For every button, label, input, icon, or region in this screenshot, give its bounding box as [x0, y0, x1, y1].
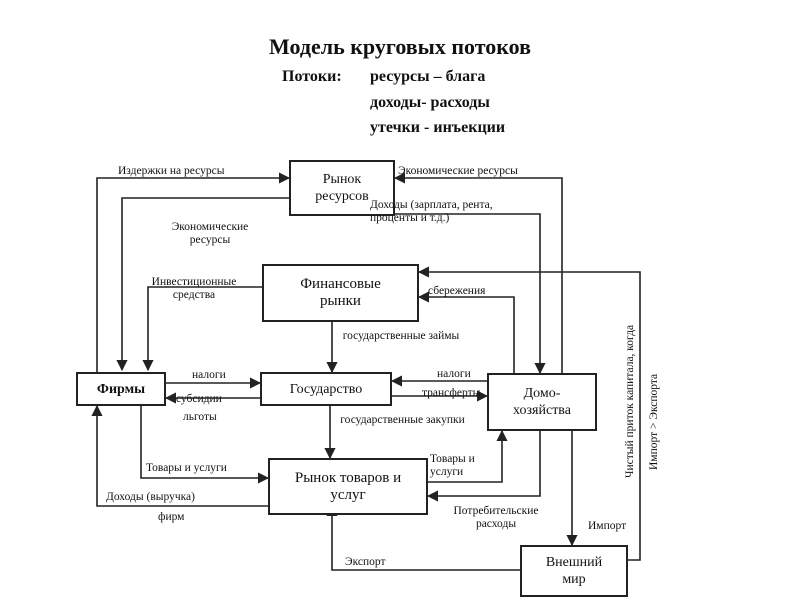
node-households-label: Домо-хозяйства: [513, 386, 571, 418]
flows-line-3: утечки - инъекции: [370, 119, 506, 136]
label-revenue-firms: фирм: [158, 511, 185, 523]
label-taxes-firms: налоги: [192, 369, 226, 381]
arrow-revenue: [91, 404, 268, 507]
label-subsidies: субсидии: [176, 393, 222, 405]
node-firms: Фирмы: [76, 372, 166, 406]
label-goods-left: Товары и услуги: [146, 462, 227, 474]
arrow-economic-resources-left: [116, 197, 289, 372]
node-financial-markets: Финансовые рынки: [262, 264, 419, 322]
node-resource-market: Рынок ресурсов: [289, 160, 395, 216]
label-goods-right: Товары и услуги: [430, 453, 475, 478]
label-benefits: льготы: [183, 411, 217, 423]
label-taxes-households: налоги: [437, 368, 471, 380]
arrow-incomes: [395, 213, 546, 375]
flows-line-2: доходы- расходы: [370, 94, 490, 111]
label-savings: сбережения: [428, 285, 486, 297]
label-revenue: Доходы (выручка): [106, 491, 195, 503]
arrow-export: [326, 504, 520, 571]
label-import-gt-export: Импорт > Экспорта: [648, 373, 660, 470]
flows-line-1: ресурсы – блага: [370, 68, 486, 85]
node-firms-label: Фирмы: [96, 381, 146, 397]
label-export: Экспорт: [345, 556, 386, 568]
node-government: Государство: [260, 372, 392, 406]
node-goods-market-label: Рынок товаров и услуг: [294, 469, 402, 503]
arrow-investment: [142, 286, 262, 372]
node-goods-market: Рынок товаров и услуг: [268, 458, 428, 515]
arrow-economic-resources-top: [393, 172, 563, 373]
label-investment: Инвестиционные средства: [151, 276, 237, 301]
node-financial-markets-label: Финансовые рынки: [300, 276, 381, 309]
arrow-capital-inflow: [417, 266, 641, 561]
label-gov-purchases: государственные закупки: [340, 414, 465, 426]
label-consumer-spending: Потребительские расходы: [453, 505, 539, 530]
arrow-goods-left: [140, 406, 270, 484]
label-economic-resources-top: Экономические ресурсы: [398, 165, 518, 177]
node-resource-market-label: Рынок ресурсов: [315, 172, 369, 204]
node-foreign-world-label: Внешний мир: [545, 555, 603, 587]
label-net-capital-inflow: Чистый приток капитала, когда: [624, 324, 636, 478]
node-households: Домо-хозяйства: [487, 373, 597, 431]
label-gov-loans: государственные займы: [342, 330, 460, 342]
node-government-label: Государство: [289, 381, 363, 397]
node-foreign-world: Внешний мир: [520, 545, 628, 597]
arrow-goods-right: [428, 429, 508, 483]
label-import: Импорт: [588, 520, 627, 532]
label-economic-resources-left: Экономические ресурсы: [171, 221, 249, 246]
arrow-resource-costs: [96, 172, 291, 372]
arrow-consumer-spending: [426, 431, 541, 502]
diagram-title: Модель круговых потоков: [269, 34, 531, 59]
flows-prefix: Потоки:: [282, 68, 342, 85]
label-transfers: трансферты: [422, 387, 481, 399]
label-incomes: Доходы (зарплата, рента, проценты и т.д.…: [370, 199, 493, 224]
arrow-savings: [417, 291, 515, 373]
label-resource-costs: Издержки на ресурсы: [118, 165, 225, 177]
